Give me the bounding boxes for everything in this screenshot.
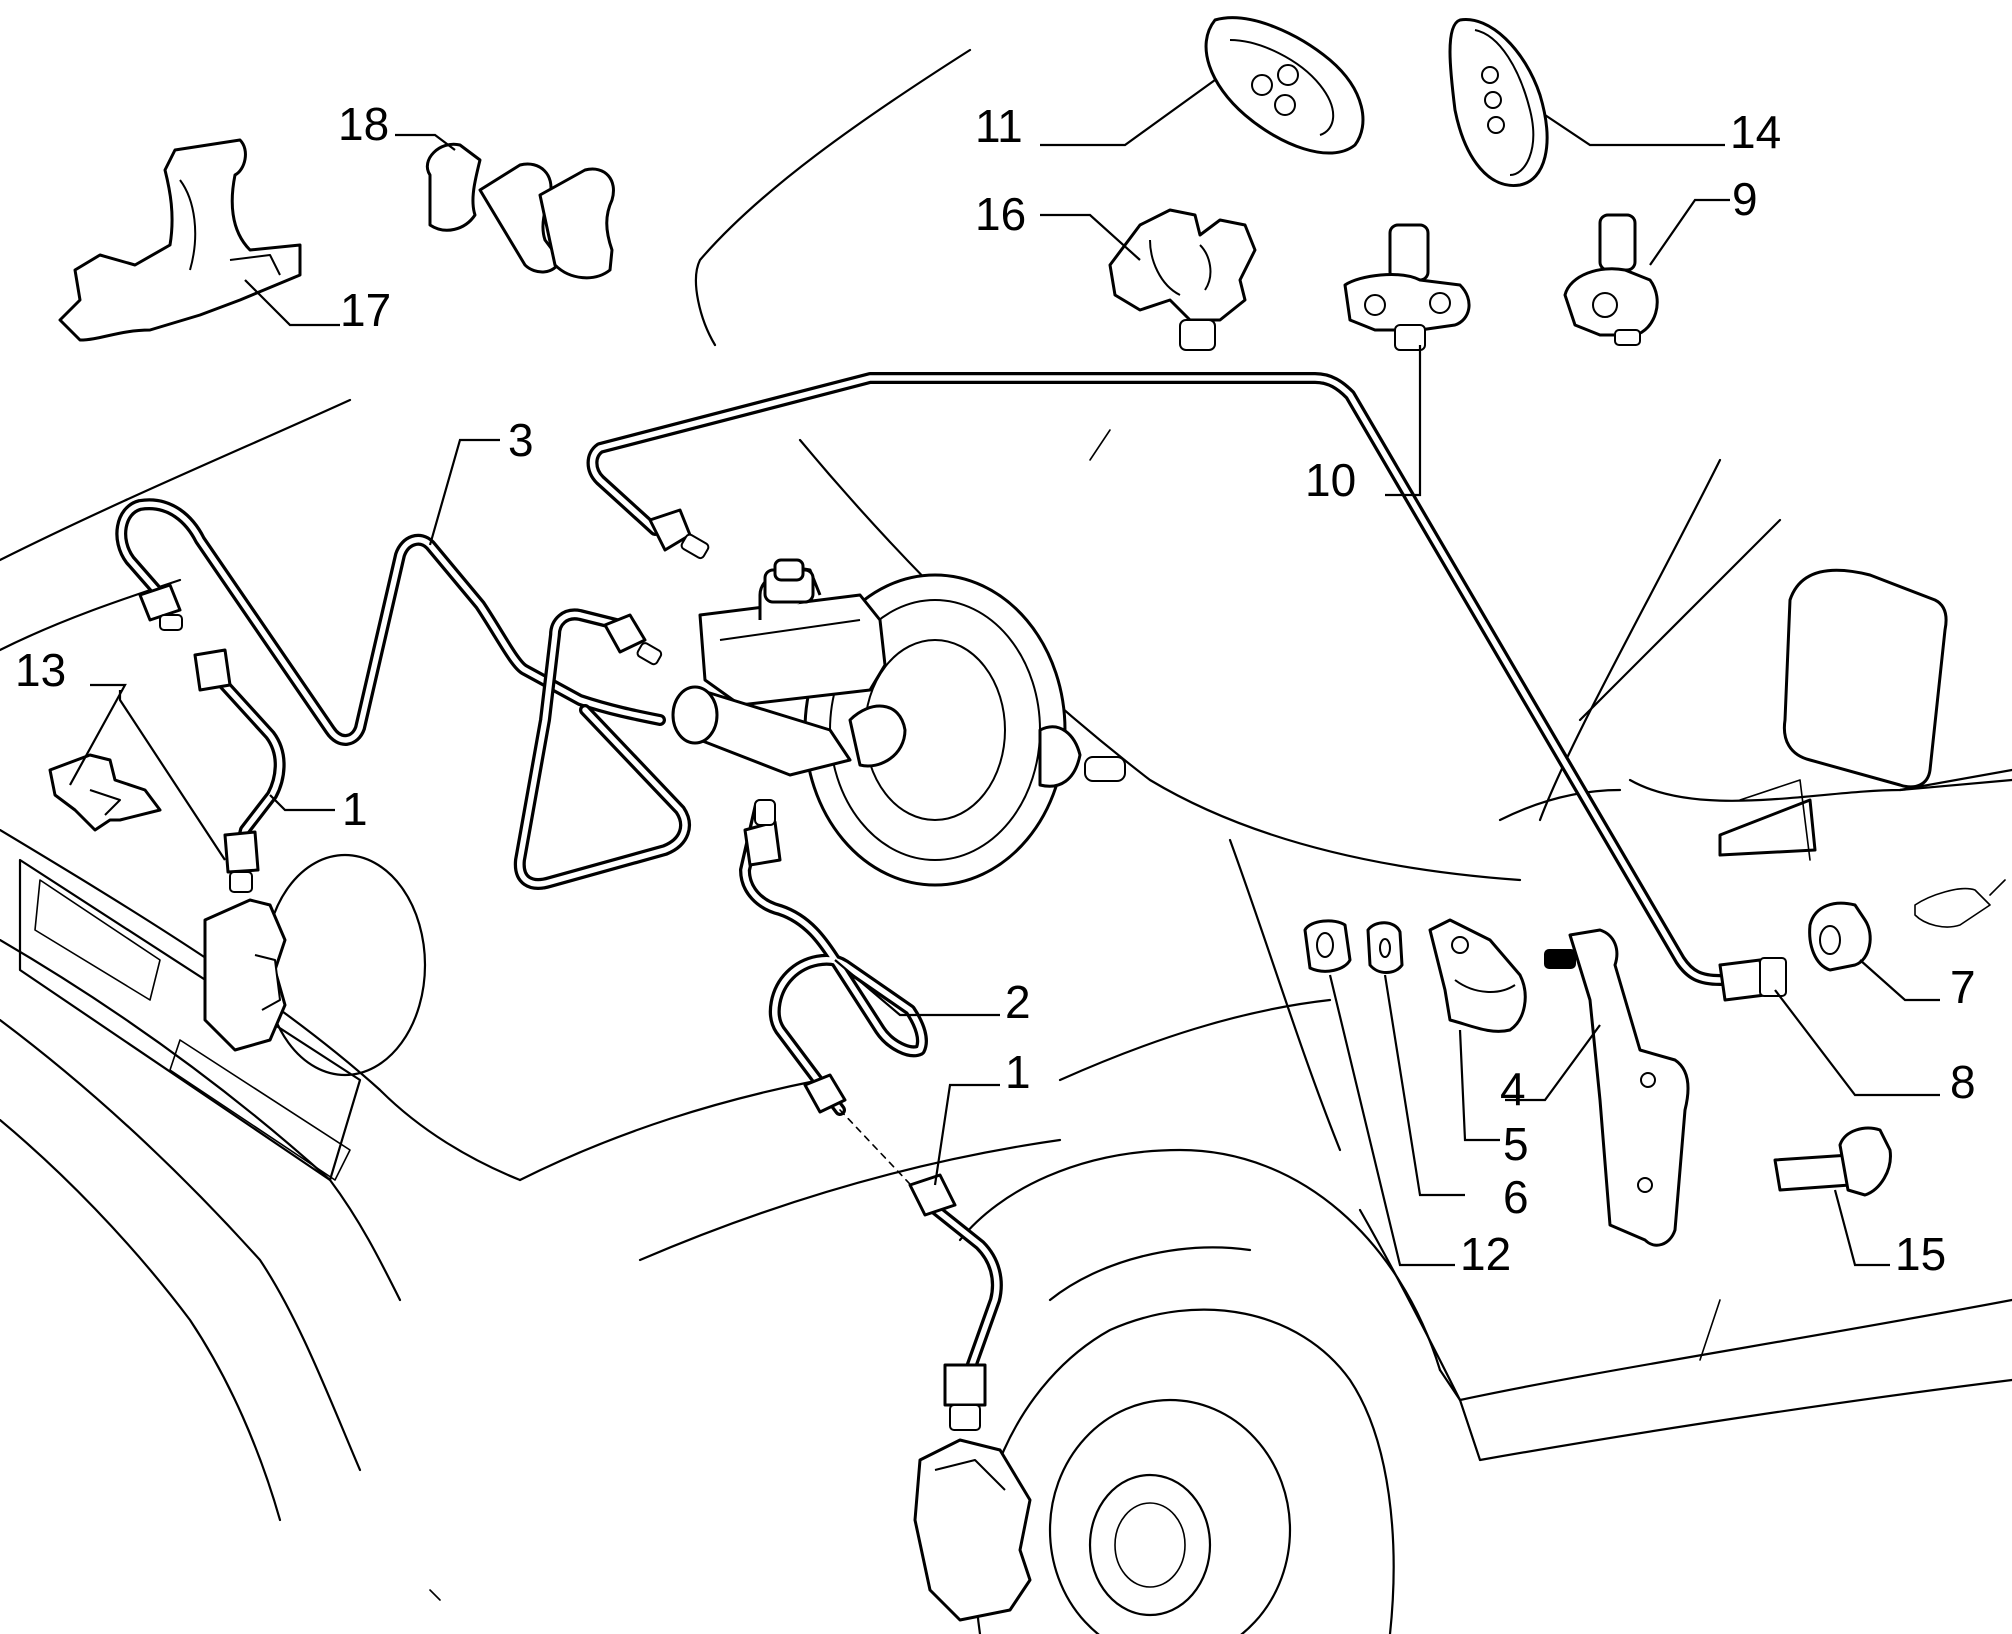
part-6-washer [1366,921,1404,974]
part-14-grommet [1448,18,1549,188]
master-cylinder [671,558,907,777]
callout-18: 18 [338,98,389,150]
callout-10: 10 [1305,454,1356,506]
part-12-nut [1303,919,1352,973]
callout-6: 6 [1503,1171,1529,1223]
leader-lines [69,79,1940,1267]
part-11-grommet [1204,16,1365,155]
callout-7: 7 [1950,961,1976,1013]
callout-13: 13 [15,644,66,696]
part-10-clip [1343,223,1471,351]
callout-16: 16 [975,188,1026,240]
callout-labels: 18 17 11 14 16 9 10 3 13 1 2 1 7 8 4 5 6… [15,98,1976,1280]
callout-1-upper: 1 [342,783,368,835]
callout-3: 3 [508,414,534,466]
left-brake-caliper [203,898,287,1052]
callout-17: 17 [340,284,391,336]
callout-8: 8 [1950,1056,1976,1108]
callout-15: 15 [1895,1228,1946,1280]
part-13-clip [48,753,162,832]
pipe-fittings [138,508,1787,1431]
part-7-nut [1808,901,1872,972]
part-15-bolt [1773,1126,1892,1197]
callout-14: 14 [1730,106,1781,158]
car-body-outline [0,48,2012,1634]
right-brake-caliper [913,1438,1032,1622]
callout-5: 5 [1503,1118,1529,1170]
part-4-bracket [1544,928,1690,1247]
callout-4: 4 [1500,1063,1526,1115]
part-17-clip [58,138,302,342]
callout-2: 2 [1005,976,1031,1028]
callout-12: 12 [1460,1228,1511,1280]
part-18-clip [425,142,615,280]
callout-9: 9 [1732,173,1758,225]
callout-11: 11 [975,100,1023,152]
brake-pipes [115,372,1741,1396]
part-5-bracket [1428,918,1527,1033]
part-16-clip [1108,208,1257,351]
callout-1-lower: 1 [1005,1046,1031,1098]
part-9-clip [1563,213,1659,346]
